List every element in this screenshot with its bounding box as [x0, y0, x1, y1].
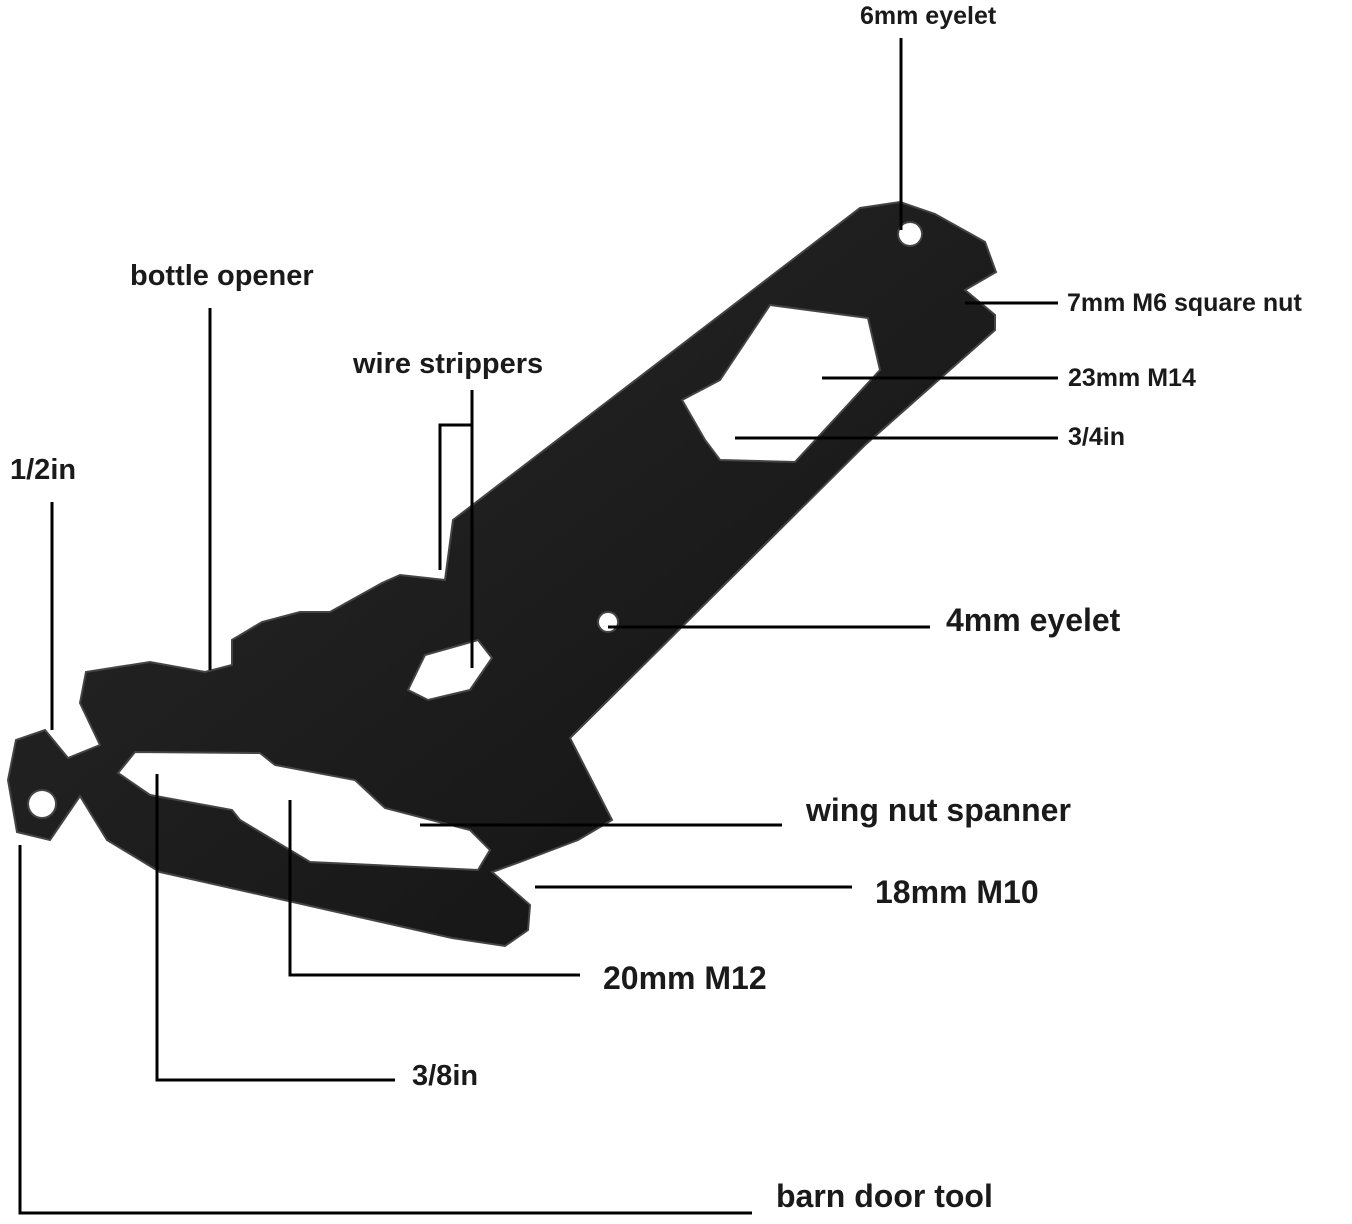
label-23mm-m14: 23mm M14	[1068, 364, 1196, 392]
label-barn-door-tool: barn door tool	[776, 1178, 993, 1214]
label-wing-nut-spanner: wing nut spanner	[806, 792, 1071, 828]
label-3-4in: 3/4in	[1068, 423, 1125, 451]
label-7mm-m6-square-nut: 7mm M6 square nut	[1067, 289, 1302, 317]
label-3-8in: 3/8in	[412, 1060, 479, 1092]
label-18mm-m10: 18mm M10	[875, 874, 1039, 910]
leader-20mm-m12	[288, 800, 580, 977]
label-wire-strippers: wire strippers	[353, 348, 544, 380]
label-20mm-m12: 20mm M12	[603, 960, 767, 996]
leader-3-8in	[155, 774, 395, 1082]
label-bottle-opener: bottle opener	[130, 260, 314, 292]
leader-barn-door-tool	[18, 845, 752, 1215]
label-1-2in: 1/2in	[10, 454, 77, 486]
leader-lines	[18, 38, 1058, 1215]
label-4mm-eyelet: 4mm eyelet	[946, 602, 1121, 638]
multi-tool-wrench	[6, 200, 998, 948]
leader-wire-strippers	[438, 423, 474, 668]
label-6mm-eyelet: 6mm eyelet	[860, 2, 997, 30]
